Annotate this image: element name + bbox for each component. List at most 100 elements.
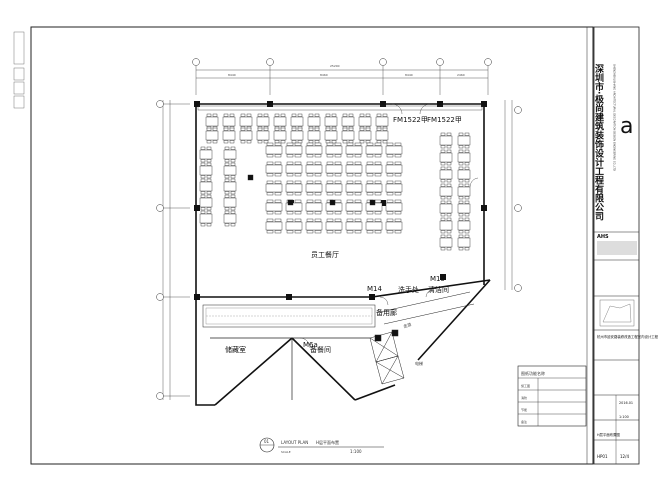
chair bbox=[346, 154, 354, 158]
chair bbox=[374, 161, 382, 165]
chair bbox=[230, 207, 236, 211]
dining-table bbox=[290, 116, 304, 127]
chair bbox=[246, 113, 252, 117]
chair bbox=[440, 183, 446, 187]
dining-table bbox=[439, 152, 453, 163]
dining-table bbox=[199, 213, 213, 224]
dining-table bbox=[385, 145, 403, 155]
chair bbox=[325, 113, 331, 117]
chair bbox=[206, 113, 212, 117]
dining-table bbox=[305, 164, 323, 174]
company-name-cn: 深圳市·极尚建筑装饰设计工程有限公司 bbox=[593, 63, 605, 221]
chair bbox=[394, 199, 402, 203]
legend-row-3: 节能 bbox=[521, 407, 527, 412]
chair bbox=[325, 140, 331, 144]
chair bbox=[266, 218, 274, 222]
chair bbox=[440, 230, 446, 234]
chair bbox=[291, 127, 297, 131]
chair bbox=[446, 234, 452, 238]
chair bbox=[376, 113, 382, 117]
chair bbox=[266, 154, 274, 158]
chair bbox=[297, 140, 303, 144]
chair bbox=[326, 142, 334, 146]
lower-partitions bbox=[210, 337, 370, 400]
chair bbox=[200, 178, 206, 182]
chair bbox=[206, 146, 212, 150]
chair bbox=[326, 211, 334, 215]
chair bbox=[331, 140, 337, 144]
chair bbox=[306, 154, 314, 158]
chair bbox=[440, 149, 446, 153]
dining-table bbox=[385, 221, 403, 231]
chair bbox=[446, 132, 452, 136]
dining-table bbox=[307, 130, 321, 141]
chair bbox=[334, 211, 342, 215]
dining-table bbox=[256, 116, 270, 127]
chair bbox=[294, 230, 302, 234]
chair bbox=[230, 146, 236, 150]
chair bbox=[212, 140, 218, 144]
chair bbox=[294, 211, 302, 215]
chair bbox=[206, 175, 212, 179]
chair bbox=[458, 149, 464, 153]
service-counter bbox=[202, 304, 376, 328]
chair bbox=[257, 140, 263, 144]
chair bbox=[286, 154, 294, 158]
dining-table bbox=[439, 237, 453, 248]
chair bbox=[306, 211, 314, 215]
chair bbox=[464, 217, 470, 221]
chair bbox=[365, 113, 371, 117]
sheet-number: HP01 bbox=[597, 454, 608, 459]
chair bbox=[386, 173, 394, 177]
chair bbox=[274, 230, 282, 234]
chair bbox=[382, 127, 388, 131]
chair bbox=[306, 173, 314, 177]
dining-table bbox=[439, 220, 453, 231]
dining-table bbox=[325, 145, 343, 155]
chair bbox=[325, 127, 331, 131]
chair bbox=[440, 162, 446, 166]
chair bbox=[440, 179, 446, 183]
chair bbox=[348, 127, 354, 131]
elevator-core bbox=[369, 329, 405, 385]
chair bbox=[274, 192, 282, 196]
chair bbox=[354, 154, 362, 158]
chair bbox=[446, 166, 452, 170]
dining-table bbox=[439, 203, 453, 214]
chair bbox=[306, 161, 314, 165]
dining-table bbox=[273, 130, 287, 141]
chair bbox=[458, 217, 464, 221]
dark-fixture bbox=[369, 199, 376, 206]
chair bbox=[308, 140, 314, 144]
dining-table bbox=[290, 130, 304, 141]
chair bbox=[294, 142, 302, 146]
chair bbox=[286, 161, 294, 165]
chair bbox=[458, 213, 464, 217]
dining-table bbox=[223, 197, 237, 208]
chair bbox=[366, 230, 374, 234]
dining-table bbox=[285, 145, 303, 155]
dimension-chain-right bbox=[504, 100, 513, 290]
chair bbox=[206, 210, 212, 214]
dark-fixture bbox=[287, 199, 294, 206]
chair bbox=[366, 142, 374, 146]
chair bbox=[230, 162, 236, 166]
chair bbox=[224, 178, 230, 182]
chair bbox=[286, 218, 294, 222]
chair bbox=[464, 149, 470, 153]
dining-table bbox=[365, 221, 383, 231]
chair bbox=[266, 180, 274, 184]
chair bbox=[224, 159, 230, 163]
dining-table bbox=[223, 213, 237, 224]
dining-table bbox=[457, 220, 471, 231]
dining-table bbox=[365, 164, 383, 174]
chair bbox=[376, 127, 382, 131]
chair bbox=[200, 210, 206, 214]
chair bbox=[464, 213, 470, 217]
chair bbox=[386, 218, 394, 222]
chair bbox=[206, 127, 212, 131]
building-walls bbox=[195, 103, 491, 406]
chair bbox=[200, 159, 206, 163]
door-label-m15: M15 bbox=[430, 275, 445, 283]
chair bbox=[446, 179, 452, 183]
